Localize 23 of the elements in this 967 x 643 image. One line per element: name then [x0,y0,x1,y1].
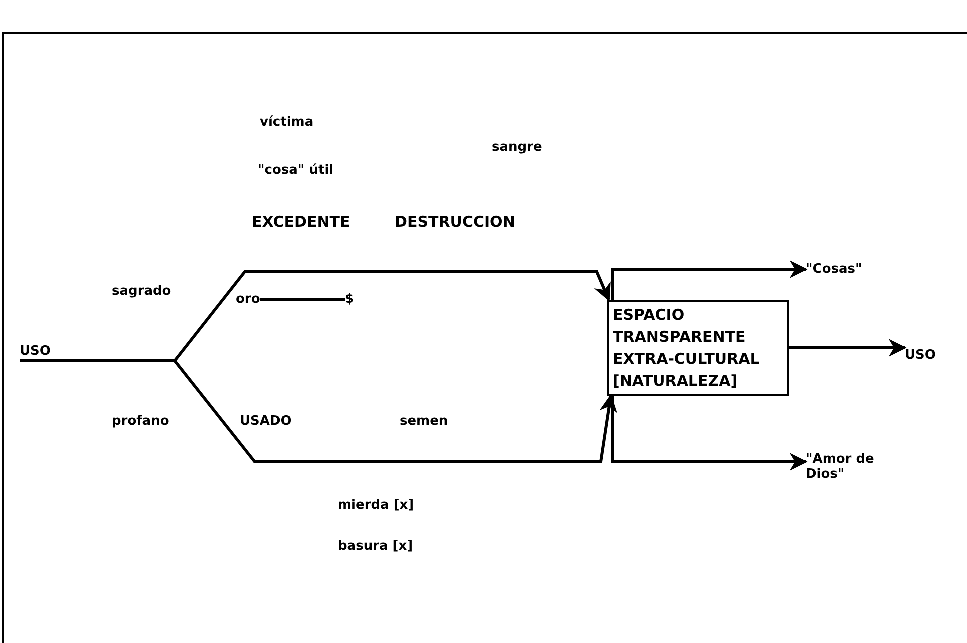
edge-label: sagrado [110,284,174,299]
edge-label: profano [110,414,172,429]
term-label: mierda [x] [338,498,414,513]
node-label: oro [236,292,260,307]
term-label: víctima [260,115,314,130]
arrow [612,396,808,471]
term-label: USADO [240,414,292,429]
node-label: "Cosas" [806,262,862,277]
node-label: "Amor de Dios" [806,452,906,482]
arrow [789,339,907,357]
term-label: semen [400,414,448,429]
node-label: USO [905,348,936,363]
term-label: DESTRUCCION [395,213,516,231]
node-label: $ [345,292,354,307]
term-label: "cosa" útil [258,163,334,178]
connector-line [260,298,345,301]
node-label: USO [20,344,51,359]
term-label: sangre [492,140,542,155]
term-label: basura [x] [338,539,414,554]
term-label: EXCEDENTE [252,213,350,231]
arrow [20,360,618,464]
arrow [612,260,808,300]
concept-box: ESPACIO TRANSPARENTE EXTRA-CULTURAL [NATURALEZA] [607,300,789,396]
